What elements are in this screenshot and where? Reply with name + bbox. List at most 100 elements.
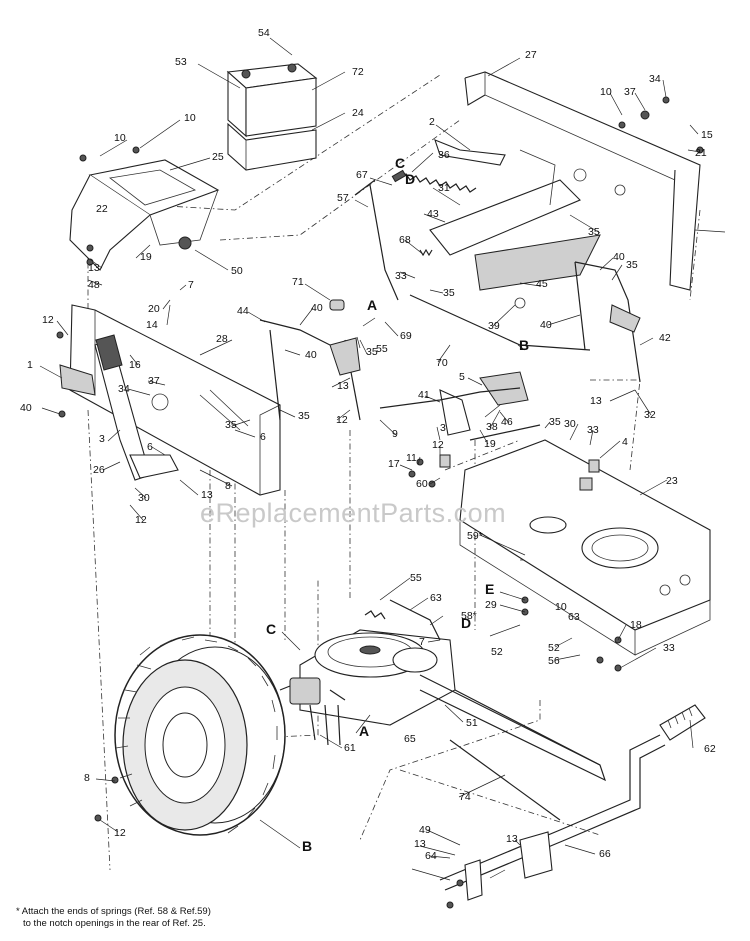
part-callout: 13: [337, 380, 349, 392]
part-callout: 33: [587, 424, 599, 436]
reference-letter: E: [485, 581, 494, 597]
reference-letter: C: [266, 621, 276, 637]
part-callout: 6: [260, 431, 266, 443]
linkage-brackets: [354, 139, 601, 351]
part-callout: 19: [484, 438, 496, 450]
part-callout: 3: [99, 433, 105, 445]
part-callout: 34: [649, 73, 661, 85]
part-callout: 1: [27, 359, 33, 371]
part-callout: 46: [501, 416, 513, 428]
part-callout: 36: [438, 149, 450, 161]
part-callout: 4: [622, 436, 628, 448]
part-callout: 54: [258, 27, 270, 39]
battery: [226, 63, 318, 171]
part-callout: 48: [88, 279, 100, 291]
part-callout: 14: [146, 319, 158, 331]
part-callout: 15: [701, 129, 713, 141]
main-chassis: [459, 439, 711, 656]
part-callout: 30: [138, 492, 150, 504]
part-callout: 59*: [467, 530, 483, 542]
part-callout: 69: [400, 330, 412, 342]
part-callout: 25: [212, 151, 224, 163]
part-callout: 45: [536, 278, 548, 290]
part-callout: 32: [644, 409, 656, 421]
left-frame: [59, 304, 281, 496]
part-callout: 40: [613, 251, 625, 263]
part-callout: 28: [216, 333, 228, 345]
part-callout: 17: [388, 458, 400, 470]
leader-lines: [39, 37, 726, 881]
footnote: * Attach the ends of springs (Ref. 58 & …: [16, 906, 211, 930]
brake-pedal: [94, 334, 179, 481]
part-callout: 20: [148, 303, 160, 315]
shift-lever: [439, 704, 706, 901]
part-callout: 10: [114, 132, 126, 144]
part-callout: 12: [336, 414, 348, 426]
right-rods: [514, 261, 641, 383]
part-callout: 10: [184, 112, 196, 124]
middle-rods: [259, 299, 361, 421]
footnote-line-1: * Attach the ends of springs (Ref. 58 & …: [16, 906, 211, 917]
part-callout: 13: [414, 838, 426, 850]
part-callout: 39: [488, 320, 500, 332]
part-callout: 52: [548, 642, 560, 654]
part-callout: 40: [20, 402, 32, 414]
part-callout: 63: [430, 592, 442, 604]
part-callout: 31: [438, 182, 450, 194]
part-callout: 52: [491, 646, 503, 658]
part-callout: 40: [311, 302, 323, 314]
part-callout: 62: [704, 743, 716, 755]
part-callout: 43: [427, 208, 439, 220]
lift-assembly: [379, 371, 541, 441]
part-callout: 53: [175, 56, 187, 68]
part-callout: 8: [84, 772, 90, 784]
part-callout: 44: [237, 305, 249, 317]
part-callout: 70: [436, 357, 448, 369]
transaxle: [279, 599, 456, 746]
reference-letter: B: [302, 838, 312, 854]
part-callout: 35: [549, 416, 561, 428]
part-callout: 55: [376, 343, 388, 355]
rear-wheel: [114, 634, 286, 836]
part-callout: 2: [429, 116, 435, 128]
part-callout: 72: [352, 66, 364, 78]
part-callout: 26: [93, 464, 105, 476]
part-callout: 68: [399, 234, 411, 246]
part-callout: 33: [663, 642, 675, 654]
part-callout: 23: [666, 475, 678, 487]
part-callout: 42: [659, 332, 671, 344]
part-callout: 8: [225, 480, 231, 492]
part-callout: 7: [419, 636, 425, 648]
part-callout: 61: [344, 742, 356, 754]
rear-frame: [464, 71, 701, 291]
part-callout: 66: [599, 848, 611, 860]
part-callout: 35: [626, 259, 638, 271]
reference-letter: D: [405, 171, 415, 187]
part-callout: 11: [406, 452, 417, 464]
reference-letter: A: [359, 723, 369, 739]
part-callout: 27: [525, 49, 537, 61]
part-callout: 58*: [461, 610, 477, 622]
part-callout: 3: [440, 422, 446, 434]
part-callout: 56: [548, 655, 560, 667]
part-callout: 74: [459, 791, 471, 803]
part-callout: 10: [600, 86, 612, 98]
part-callout: 21: [695, 147, 707, 159]
part-callout: 57: [337, 192, 349, 204]
part-callout: 67: [356, 169, 368, 181]
part-callout: 12: [114, 827, 126, 839]
part-callout: 34: [118, 383, 130, 395]
reference-letter: D: [461, 615, 471, 631]
part-callout: 37: [624, 86, 636, 98]
part-callout: 49: [419, 824, 431, 836]
part-callout: 12: [135, 514, 147, 526]
drive-belt: [419, 674, 607, 821]
part-callout: 22: [96, 203, 108, 215]
part-callout: 16: [129, 359, 141, 371]
footnote-line-2: to the notch openings in the rear of Ref…: [23, 918, 206, 929]
reference-letter: A: [367, 297, 377, 313]
part-callout: 30: [564, 418, 576, 430]
part-callout: 6: [147, 441, 153, 453]
